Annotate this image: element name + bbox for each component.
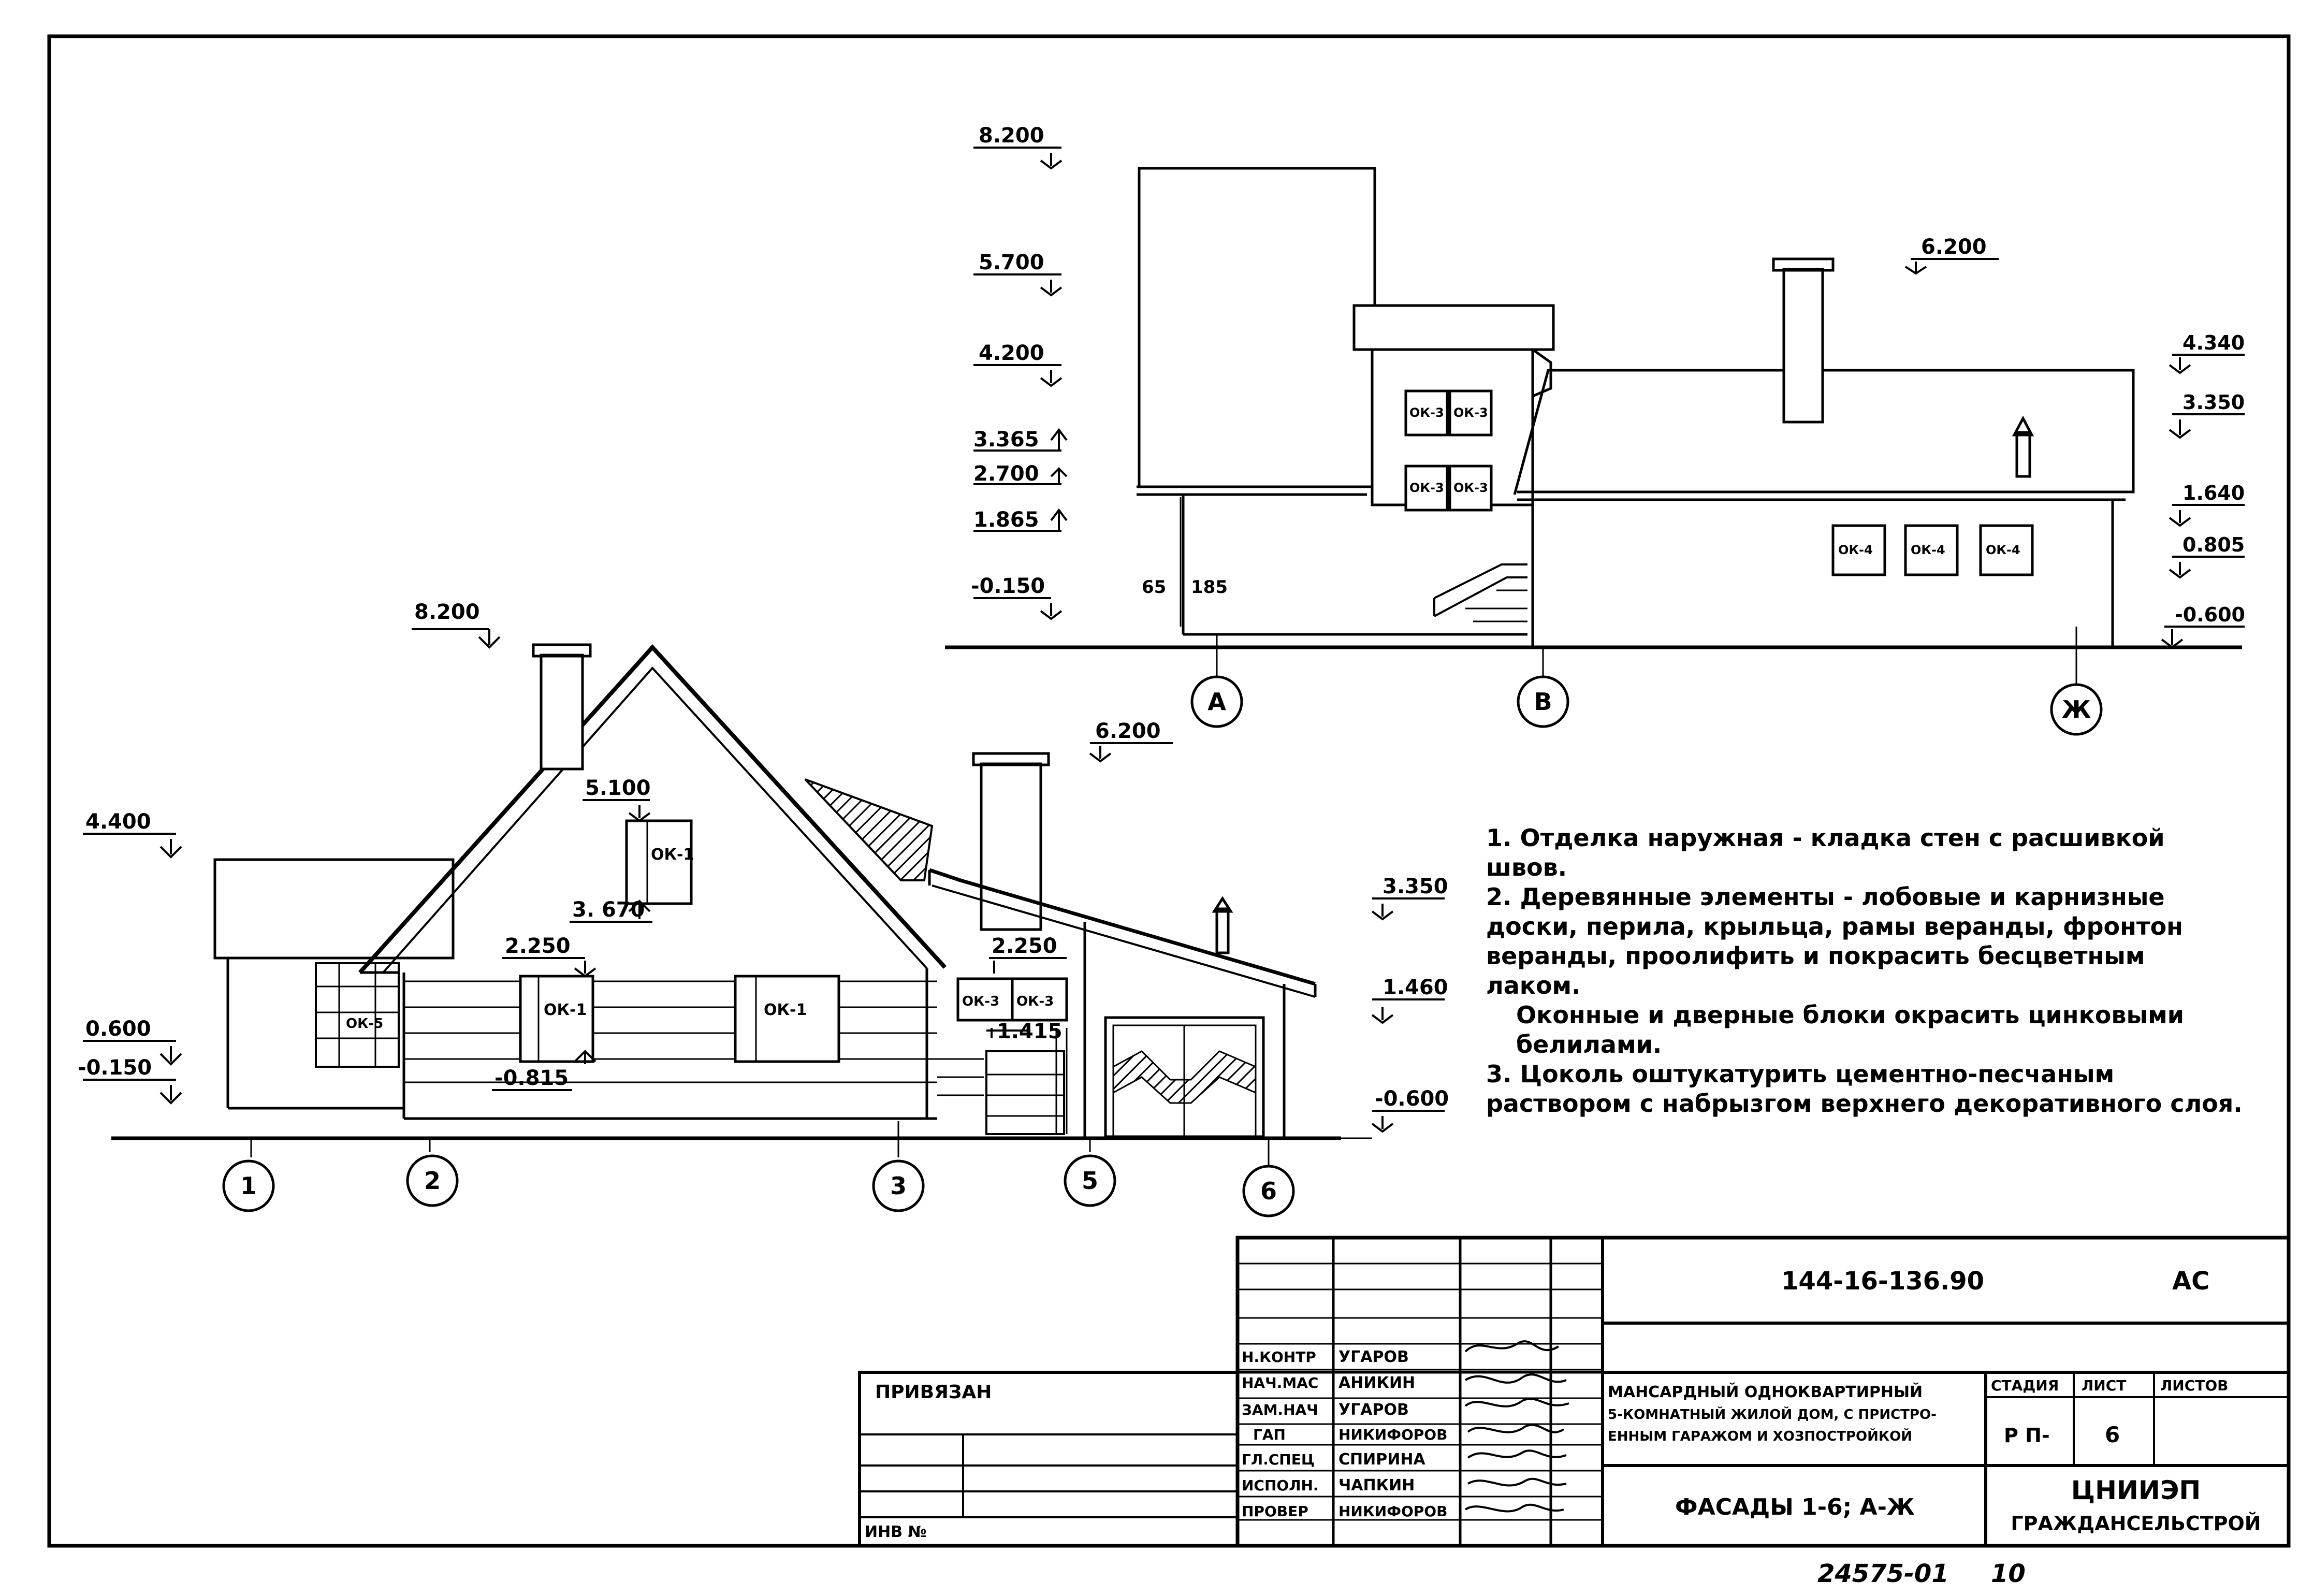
level-label: 5.700	[979, 251, 1044, 274]
sheet-frame	[47, 34, 2291, 1548]
name-label: НИКИФОРОВ	[1338, 1426, 1447, 1443]
level-label: 4.200	[979, 341, 1044, 365]
window-mark: ОК-3	[1409, 481, 1444, 495]
role-label: НАЧ.МАС	[1242, 1374, 1318, 1391]
level-label: 4.400	[85, 810, 151, 834]
role-label: ПРОВЕР	[1242, 1503, 1308, 1520]
level-label: 1.865	[973, 508, 1039, 532]
level-label: 2.250	[992, 934, 1057, 958]
project-title-line: ЕННЫМ ГАРАЖОМ И ХОЗПОСТРОЙКОЙ	[1608, 1428, 1912, 1444]
doc-mark: АС	[2172, 1267, 2209, 1296]
level-label: 1.415	[997, 1020, 1063, 1043]
level-label: 3.350	[1383, 875, 1448, 898]
facade-1-6	[111, 643, 1372, 1178]
project-title-line: МАНСАРДНЫЙ ОДНОКВАРТИРНЫЙ	[1608, 1383, 1923, 1401]
level-label: -0.150	[78, 1056, 152, 1080]
project-title-line: 5-КОМНАТНЫЙ ЖИЛОЙ ДОМ, С ПРИСТРО-	[1608, 1406, 1937, 1423]
axis-circles-a-zh	[1190, 675, 2103, 736]
facade-a-zh	[945, 167, 2242, 686]
axis-circles-1-6	[222, 1154, 1295, 1217]
level-label: 6.200	[1095, 719, 1161, 743]
name-label: УГАРОВ	[1338, 1348, 1409, 1366]
level-label: 3. 670	[572, 898, 645, 922]
level-label: 0.600	[85, 1017, 151, 1041]
level-label: 4.340	[2182, 331, 2245, 354]
name-label: ЧАПКИН	[1338, 1476, 1415, 1495]
stage-value: Р П-	[2004, 1424, 2050, 1447]
name-label: СПИРИНА	[1338, 1450, 1425, 1469]
level-label: 8.200	[414, 600, 480, 624]
stamp-page: 10	[1991, 1559, 2026, 1588]
level-label: -0.815	[494, 1066, 569, 1090]
doc-code: 144-16-136.90	[1781, 1267, 1984, 1296]
axis-label: А	[1207, 688, 1226, 716]
window-mark: ОК-1	[544, 1001, 587, 1019]
level-label: 1.640	[2182, 482, 2245, 504]
window-mark: ОК-3	[1453, 405, 1488, 420]
sheet-value: 6	[2105, 1422, 2120, 1447]
level-label: 8.200	[979, 124, 1044, 148]
level-label: 3.365	[973, 428, 1039, 452]
org-name: ГРАЖДАНСЕЛЬСТРОЙ	[2011, 1512, 2261, 1535]
note-1: 1. Отделка наружная - кладка стен с расш…	[1486, 824, 2165, 881]
title-block	[858, 1236, 2291, 1548]
window-mark: ОК-3	[1016, 994, 1054, 1009]
level-markers-1-6	[83, 628, 1445, 1133]
window-mark: ОК-1	[651, 846, 694, 864]
window-mark: ОК-4	[1838, 543, 1873, 557]
level-label: -0.150	[971, 574, 1045, 598]
window-mark: ОК-5	[346, 1016, 383, 1032]
level-label: 2.700	[973, 462, 1039, 486]
name-label: НИКИФОРОВ	[1338, 1503, 1447, 1520]
sheet-title: ФАСАДЫ 1-6; А-Ж	[1675, 1494, 1915, 1520]
inv-label: ИНВ №	[865, 1523, 927, 1541]
axis-label: 3	[890, 1172, 907, 1200]
stage-header: СТАДИЯ	[1991, 1377, 2059, 1394]
privyazan-label: ПРИВЯЗАН	[875, 1382, 992, 1403]
axis-label: 6	[1260, 1177, 1277, 1205]
axis-label: Ж	[2062, 695, 2091, 723]
level-label: 2.250	[505, 934, 571, 958]
org-name: ЦНИИЭП	[2071, 1475, 2201, 1505]
window-mark: ОК-4	[1911, 543, 1945, 557]
role-label: ГАП	[1253, 1426, 1286, 1443]
name-label: АНИКИН	[1338, 1374, 1415, 1392]
stamp-number: 24575-01	[1817, 1559, 1949, 1588]
axis-label: 5	[1082, 1167, 1098, 1195]
role-label: ГЛ.СПЕЦ	[1242, 1451, 1315, 1468]
window-mark: ОК-4	[1986, 543, 2020, 557]
role-label: ИСПОЛН.	[1242, 1477, 1319, 1494]
window-mark: ОК-3	[1453, 481, 1488, 495]
level-label: 6.200	[1921, 235, 1987, 259]
window-mark: ОК-1	[764, 1001, 807, 1019]
level-label: 3.350	[2182, 391, 2245, 414]
general-notes: 1. Отделка наружная - кладка стен с расш…	[1486, 823, 2247, 1119]
role-label: ЗАМ.НАЧ	[1242, 1401, 1318, 1418]
level-markers-a-zh	[973, 147, 2245, 649]
role-label: Н.КОНТР	[1242, 1348, 1316, 1366]
level-label: 5.100	[585, 776, 651, 800]
level-label: 0.805	[2182, 533, 2245, 556]
axis-label: 2	[424, 1167, 441, 1195]
window-mark: ОК-3	[1409, 405, 1444, 420]
name-label: УГАРОВ	[1338, 1401, 1409, 1419]
dimension-label: 185	[1191, 577, 1228, 598]
level-label: -0.600	[2175, 603, 2245, 626]
level-label: 1.460	[1383, 976, 1448, 999]
dimension-label: 65	[1142, 577, 1166, 598]
note-2-continued: Оконные и дверные блоки окрасить цинковы…	[1516, 1001, 2184, 1058]
note-2: 2. Деревянные элементы - лобовые и карни…	[1486, 883, 2183, 999]
level-label: -0.600	[1375, 1087, 1449, 1111]
note-3: 3. Цоколь оштукатурить цементно-песчаным…	[1486, 1060, 2243, 1118]
axis-label: В	[1534, 688, 1552, 716]
sheets-header: ЛИСТОВ	[2160, 1377, 2228, 1394]
window-mark: ОК-3	[962, 994, 999, 1009]
sheet-header: ЛИСТ	[2082, 1377, 2126, 1394]
axis-label: 1	[240, 1172, 257, 1200]
